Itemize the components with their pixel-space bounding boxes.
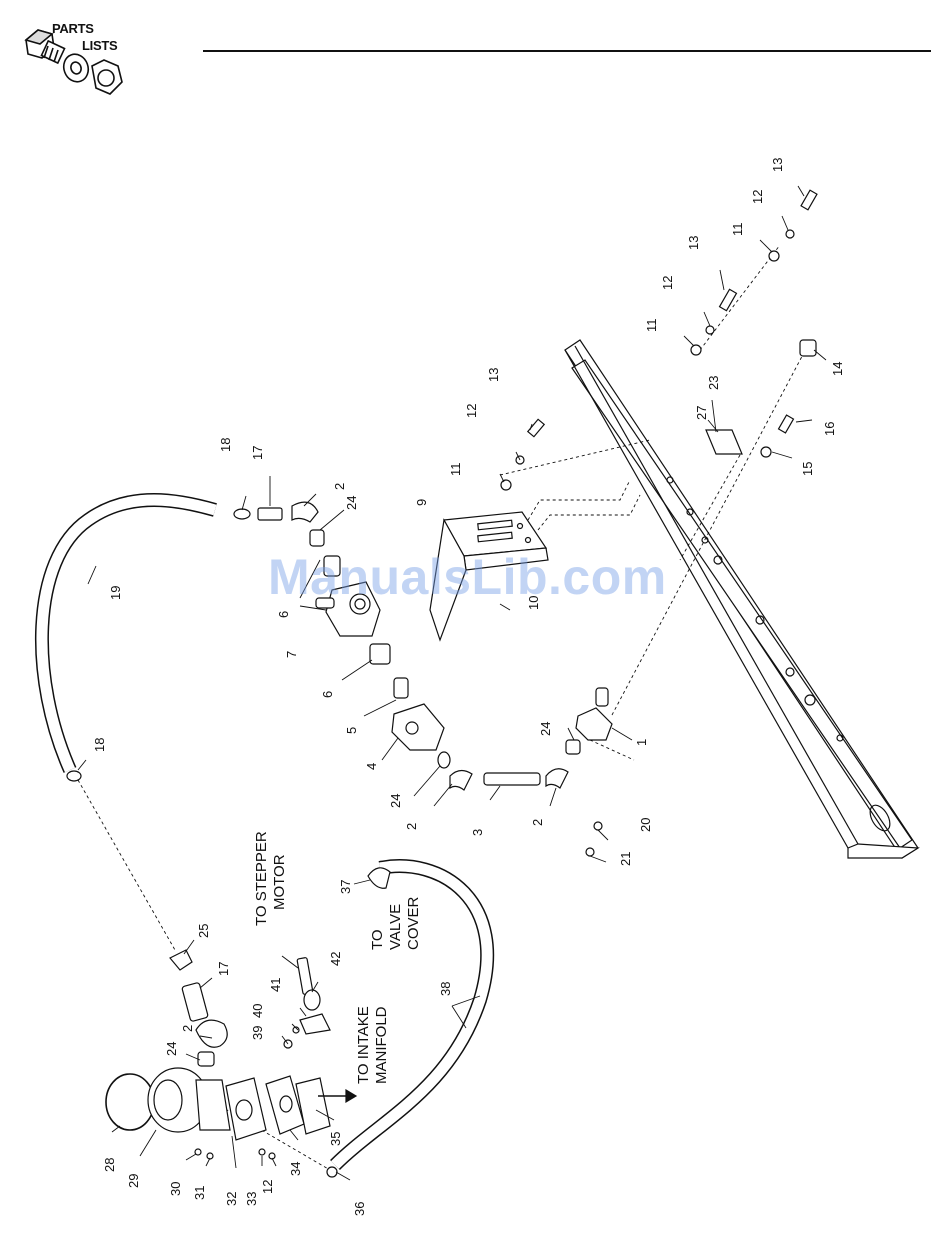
stepper-leader	[282, 956, 298, 968]
note-stepper-line2: MOTOR	[271, 854, 288, 910]
callout-18-b: 18	[92, 738, 107, 752]
callout-34: 34	[288, 1162, 303, 1176]
callout-13-b: 13	[686, 236, 701, 250]
callout-13-c: 13	[770, 158, 785, 172]
callout-12-a: 12	[464, 404, 479, 418]
callout-11-b: 11	[644, 319, 659, 333]
callout-4: 4	[364, 763, 379, 770]
callout-25: 25	[196, 924, 211, 938]
callout-24-b: 24	[538, 722, 553, 736]
note-stepper-line1: TO STEPPER	[253, 831, 270, 926]
callout-32: 32	[224, 1192, 239, 1206]
callout-5: 5	[344, 727, 359, 734]
note-valve-line2: VALVE	[387, 904, 404, 950]
callout-14: 14	[830, 362, 845, 376]
callout-19: 19	[108, 586, 123, 600]
callout-18-a: 18	[218, 438, 233, 452]
callout-9: 9	[414, 499, 429, 506]
note-intake-line2: MANIFOLD	[373, 1006, 390, 1084]
callout-7: 7	[284, 651, 299, 658]
callout-24-a: 24	[344, 496, 359, 510]
callout-20: 20	[638, 818, 653, 832]
callout-41: 41	[268, 978, 283, 992]
callout-21: 21	[618, 852, 633, 866]
callout-24-d: 24	[164, 1042, 179, 1056]
callout-40: 40	[250, 1004, 265, 1018]
callout-42: 42	[328, 952, 343, 966]
callout-17-b: 17	[216, 962, 231, 976]
callout-6-b: 6	[320, 691, 335, 698]
callout-36: 36	[352, 1202, 367, 1216]
callout-2-c: 2	[332, 483, 347, 490]
callout-35: 35	[328, 1132, 343, 1146]
callout-39: 39	[250, 1026, 265, 1040]
callout-30: 30	[168, 1182, 183, 1196]
callout-6-a: 6	[276, 611, 291, 618]
callout-11-c: 11	[730, 223, 745, 237]
callout-29: 29	[126, 1174, 141, 1188]
note-valve-line1: TO	[369, 929, 386, 950]
intake-arrow-head	[346, 1090, 356, 1102]
callout-2-d: 2	[180, 1025, 195, 1032]
callout-1: 1	[634, 739, 649, 746]
callout-23: 23	[706, 376, 721, 390]
callout-16: 16	[822, 422, 837, 436]
callout-24-c: 24	[388, 794, 403, 808]
callout-12-c: 12	[750, 190, 765, 204]
callout-12-d: 12	[260, 1180, 275, 1194]
callout-2-b: 2	[404, 823, 419, 830]
callout-12-b: 12	[660, 276, 675, 290]
callout-31: 31	[192, 1186, 207, 1200]
callout-15: 15	[800, 462, 815, 476]
note-valve-line3: COVER	[405, 896, 422, 950]
callout-27: 27	[694, 406, 709, 420]
callout-17-a: 17	[250, 446, 265, 460]
callout-2-a: 2	[530, 819, 545, 826]
callout-28: 28	[102, 1158, 117, 1172]
note-intake-line1: TO INTAKE	[355, 1006, 372, 1084]
callout-3: 3	[470, 829, 485, 836]
callout-11-a: 11	[448, 463, 463, 477]
callout-38: 38	[438, 982, 453, 996]
watermark: ManualsLib.com	[268, 548, 667, 606]
callout-37: 37	[338, 880, 353, 894]
callout-13-a: 13	[486, 368, 501, 382]
callout-33: 33	[244, 1192, 259, 1206]
